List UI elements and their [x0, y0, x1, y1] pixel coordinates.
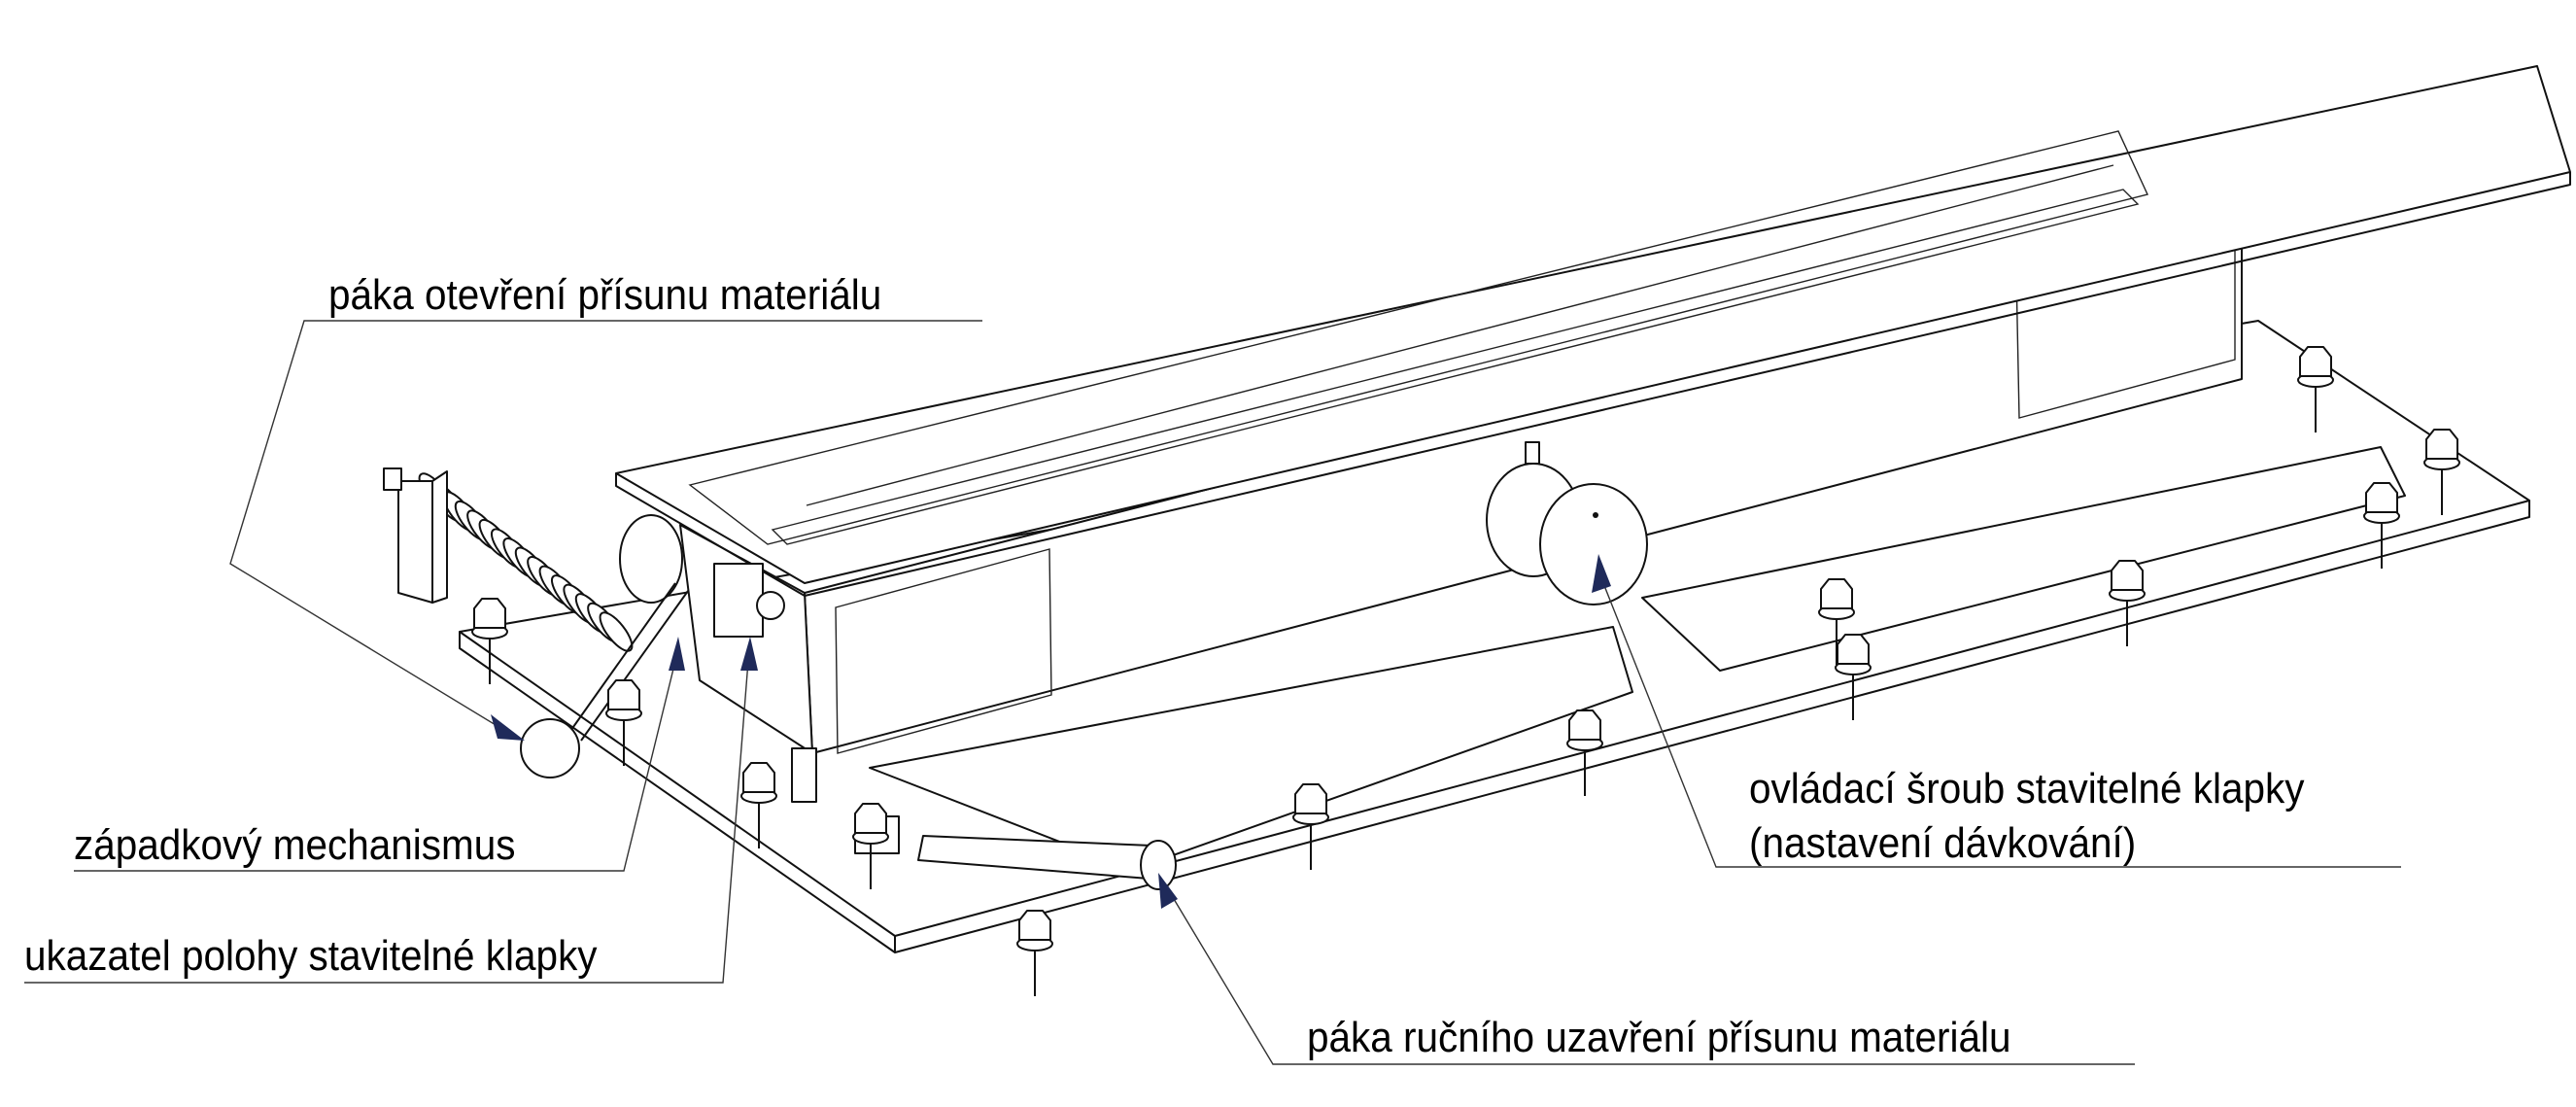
spring-coil	[599, 611, 634, 652]
hex-bolt	[1016, 910, 1053, 996]
closing-lever	[791, 747, 1177, 890]
hex-bolt	[740, 762, 777, 848]
label-control-screw-note: (nastavení dávkování)	[1749, 819, 2137, 867]
opening-lever	[520, 582, 689, 778]
hex-bolt	[1292, 783, 1329, 870]
hex-bolt	[1835, 634, 1872, 720]
leader-lines	[24, 320, 2401, 1065]
hex-bolt	[2109, 560, 2146, 646]
hex-bolt	[852, 803, 889, 889]
label-control-screw: ovládací šroub stavitelné klapky	[1749, 765, 2305, 813]
control-screw-knob	[1486, 441, 1648, 605]
bolts	[471, 346, 2460, 996]
hex-bolt	[2423, 429, 2460, 515]
hex-bolt	[2297, 346, 2334, 432]
label-opening-lever: páka otevření přísunu materiálu	[328, 271, 882, 319]
hex-bolt	[1818, 578, 1855, 665]
hex-bolt	[471, 598, 508, 684]
spring-bracket	[383, 467, 448, 604]
label-manual-closing-lever: páka ručního uzavření přísunu materiálu	[1307, 1014, 2011, 1061]
ratchet-housing	[619, 514, 785, 638]
label-flap-position-indicator: ukazatel polohy stavitelné klapky	[24, 932, 598, 980]
label-ratchet-mechanism: západkový mechanismus	[74, 821, 516, 869]
hex-bolt	[1566, 709, 1603, 796]
hex-bolt	[2363, 482, 2400, 569]
hex-bolt	[605, 679, 642, 766]
